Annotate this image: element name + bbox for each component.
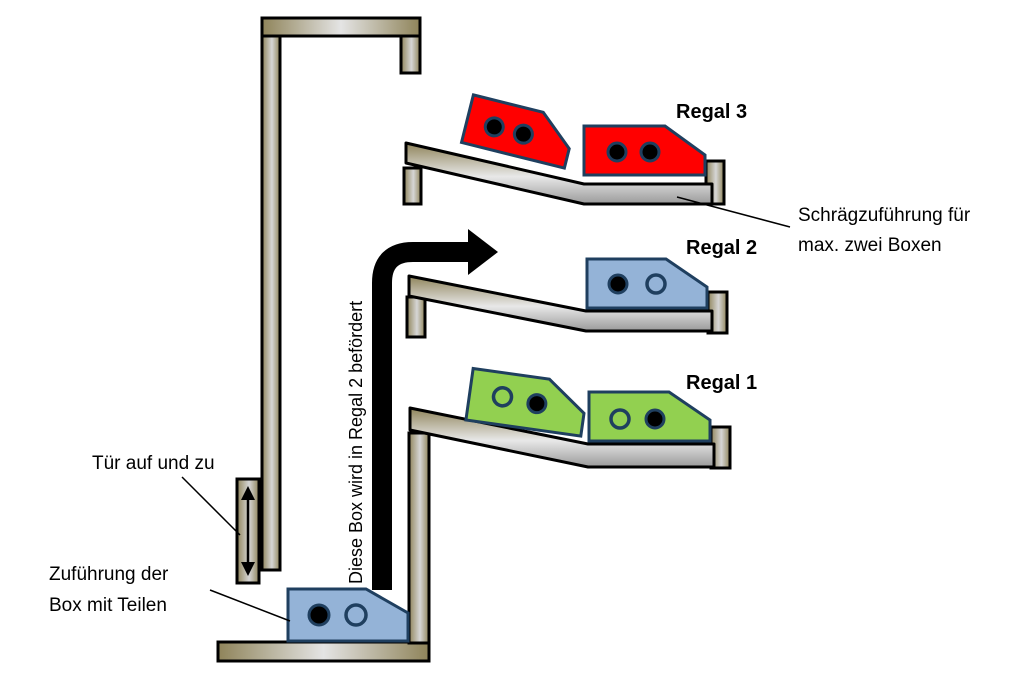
shelf-1-ramp bbox=[408, 406, 716, 469]
part-hole-filled bbox=[526, 393, 548, 415]
part-hole-empty bbox=[609, 408, 631, 430]
label-regal-2: Regal 2 bbox=[686, 237, 757, 259]
leader-line-feed bbox=[209, 589, 291, 622]
lift-column bbox=[407, 431, 431, 645]
part-hole-filled bbox=[607, 273, 629, 295]
double-arrow-vertical-icon bbox=[241, 486, 255, 576]
label-regal-1: Regal 1 bbox=[686, 372, 757, 394]
part-hole-empty bbox=[645, 273, 667, 295]
shelf-3-ramp bbox=[404, 141, 714, 206]
bent-arrow-right-icon bbox=[372, 229, 498, 590]
label-chute-line-1: Schrägzuführung für bbox=[798, 205, 971, 226]
shelf-3 bbox=[402, 141, 726, 206]
frame-top-beam bbox=[260, 16, 422, 38]
box-red-flat bbox=[582, 124, 707, 177]
box-blue-shelf-2 bbox=[585, 257, 709, 310]
shelf-2-ramp bbox=[407, 274, 714, 333]
part-hole-filled bbox=[606, 141, 628, 163]
label-conveyor: Diese Box wird in Regal 2 befördert bbox=[346, 301, 366, 584]
label-feed-line-2: Box mit Teilen bbox=[49, 595, 167, 616]
label-feed-line-1: Zuführung der bbox=[49, 564, 169, 585]
shelf-3-stop-left bbox=[402, 166, 423, 206]
part-hole-empty bbox=[344, 603, 368, 627]
part-hole-empty bbox=[491, 386, 514, 408]
frame-left-post bbox=[260, 34, 282, 572]
part-hole-filled bbox=[483, 116, 505, 138]
box-blue-feed bbox=[286, 587, 410, 643]
label-chute-line-2: max. zwei Boxen bbox=[798, 235, 942, 256]
part-hole-filled bbox=[512, 123, 534, 145]
leader-line-door bbox=[181, 476, 241, 536]
lift-frame bbox=[260, 16, 422, 572]
shelf-2-stop-left bbox=[405, 295, 427, 339]
shelf-2 bbox=[405, 274, 729, 339]
shelf-1 bbox=[408, 406, 732, 470]
frame-right-stub bbox=[399, 34, 422, 75]
part-hole-filled bbox=[307, 603, 331, 627]
part-hole-filled bbox=[644, 408, 666, 430]
box-red-tilted bbox=[459, 93, 571, 170]
leader-line-chute bbox=[676, 196, 791, 228]
part-hole-filled bbox=[639, 141, 661, 163]
box-green-flat bbox=[587, 390, 712, 443]
label-door: Tür auf und zu bbox=[92, 453, 215, 474]
label-regal-3: Regal 3 bbox=[676, 101, 747, 123]
door bbox=[235, 477, 261, 585]
base-plate bbox=[216, 640, 431, 663]
box-green-tilted bbox=[464, 366, 586, 438]
